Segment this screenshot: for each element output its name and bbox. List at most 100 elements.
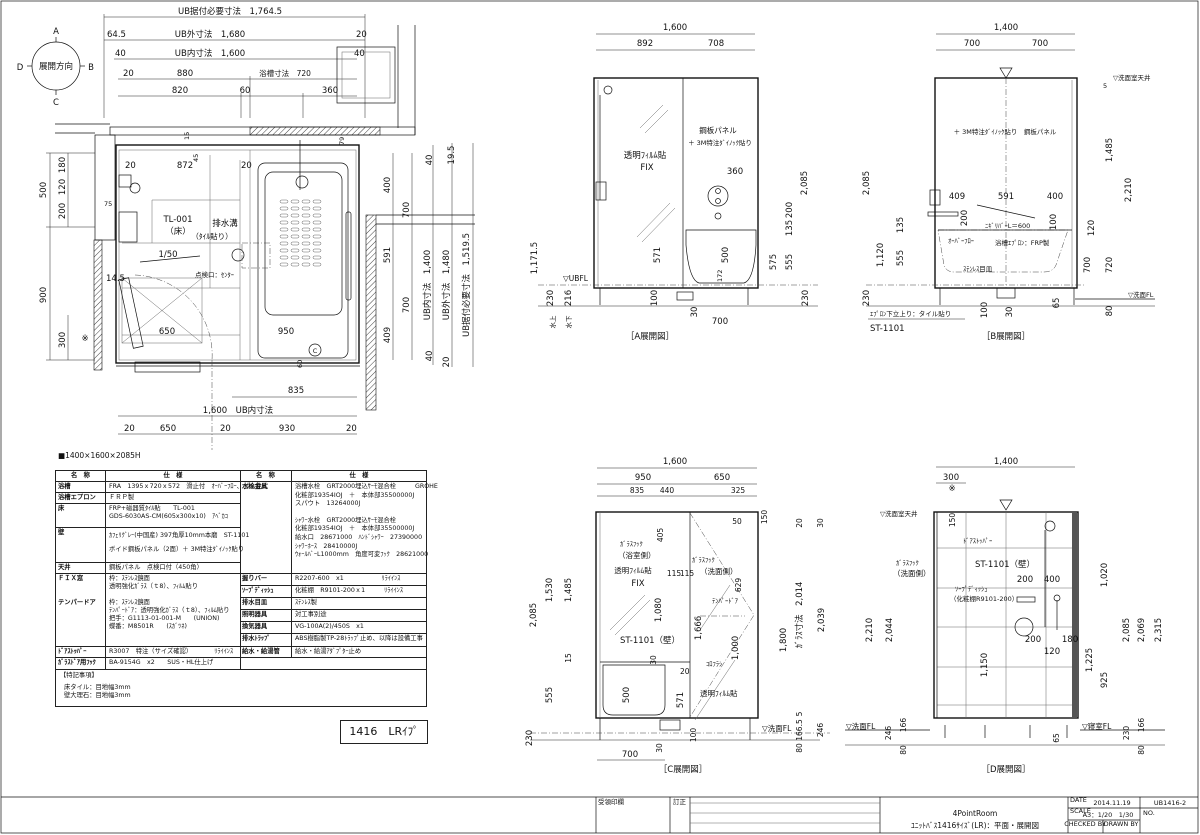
dim-label: 2,085	[1122, 618, 1132, 642]
dim-label: 5	[1103, 82, 1107, 90]
dim-label: 1,485	[1105, 138, 1115, 162]
dim-label: 650	[159, 327, 175, 337]
dim-label: 300	[943, 473, 959, 483]
dim-label: 1,000	[731, 636, 741, 660]
dim-label: 30	[816, 518, 825, 528]
anti-slip-slot	[312, 262, 322, 267]
anti-slip-slot	[279, 262, 289, 267]
wash-side-label: （洗面側）	[893, 568, 931, 578]
anti-slip-slot	[290, 255, 300, 260]
dim-label: 115	[667, 569, 682, 578]
header-spec: 仕 様	[163, 472, 183, 479]
dim-label: 20	[220, 424, 231, 434]
spec-name: 浴槽エプロン	[56, 493, 106, 503]
anti-slip-slot	[290, 199, 300, 204]
floor-level-marker: ▽洗面FL	[846, 721, 876, 731]
note-item: 床タイル：目地幅3mm	[64, 684, 131, 691]
dim-label: 100	[1049, 214, 1059, 230]
spec-name: ＦＩＸ窓	[58, 575, 84, 582]
door-swing-lines	[689, 512, 755, 718]
dim-label: 872	[177, 161, 193, 171]
spec-value: スパウト 13264000J	[295, 500, 361, 508]
dim-label: 60	[240, 86, 251, 96]
spec-value: FRA 1395ｘ720ｘ572 滑止付 ｵｰﾊﾞｰﾌﾛｰ、ゴム栓式	[109, 483, 269, 490]
dim-label: 120	[58, 179, 68, 195]
dim-label: 1,530	[545, 578, 555, 602]
dim-label: 2,085	[800, 171, 810, 195]
tempered-door	[118, 277, 144, 349]
anti-slip-slot	[301, 255, 311, 260]
dim-label: 2,085	[862, 171, 872, 195]
title-block: 受領印欄 訂正 4PointRoom ﾕﾆｯﾄﾊﾞｽ1416ｻｲｽﾞ(LR)：平…	[1, 796, 1198, 833]
dim-label: 820	[172, 86, 188, 96]
anti-slip-slot	[290, 213, 300, 218]
view-marker-icon	[999, 499, 1013, 511]
anti-slip-slot	[290, 248, 300, 253]
dim-label: 300	[58, 332, 68, 348]
drawing-title: ﾕﾆｯﾄﾊﾞｽ1416ｻｲｽﾞ(LR)：平面・展開図	[911, 821, 1039, 830]
dim-label: 360	[727, 167, 743, 177]
dim-label: 20	[123, 69, 134, 79]
dim-label: 700	[402, 297, 412, 313]
dim-label: 246	[816, 723, 825, 738]
inspection-label: 点検口：ｾﾝﾀｰ	[195, 270, 234, 279]
drain-trap	[996, 287, 1016, 299]
anti-slip-slot	[290, 241, 300, 246]
anti-slip-slot	[312, 199, 322, 204]
anti-slip-slot	[290, 227, 300, 232]
dim-label: 2,210	[865, 618, 875, 642]
dim-label: 40	[425, 351, 435, 362]
dim-label: 5	[795, 711, 804, 716]
anti-slip-slot	[312, 234, 322, 239]
grab-bar-label: ﾆｷﾞﾘﾊﾞｰL＝600	[985, 222, 1030, 230]
dim-label: 79	[338, 137, 346, 145]
dim-label: 15	[183, 132, 191, 140]
dim-label: 555	[896, 250, 906, 266]
inspection-hatch-icon	[231, 248, 245, 262]
dim-label: 360	[322, 86, 338, 96]
dim-label: 2,315	[1154, 618, 1164, 642]
header-spec: 仕 様	[349, 472, 369, 479]
dim-outer-depth: UB外寸法 1,480	[441, 250, 452, 320]
anti-slip-slot	[279, 241, 289, 246]
anti-slip-slot	[301, 241, 311, 246]
spec-name: 換気器具	[240, 622, 292, 633]
dim-label: 925	[1100, 672, 1110, 688]
spec-value: BA-9154G x2 SUS・HL仕上げ	[109, 659, 214, 666]
ceiling-level-marker: ▽洗面室天井	[1113, 73, 1151, 82]
overflow-label: ｵｰﾊﾞｰﾌﾛｰ	[948, 237, 974, 245]
dim-label: 100	[650, 290, 660, 306]
finish-label: ＋ 3M特注ﾀﾞｲﾉｯｸ貼り	[688, 138, 752, 147]
receipt-stamp-label: 受領印欄	[598, 797, 624, 806]
spec-name: ｶﾞﾗｽﾄﾞｱ用ﾌｯｸ	[56, 658, 106, 669]
elevation-b-title: ［B展開図］	[982, 332, 1030, 342]
checked-by-label: CHECKED BY	[1064, 820, 1106, 828]
dim-label: 80	[1137, 745, 1146, 755]
spec-value: 透明強化ｶﾞﾗｽ（ｔ8）、ﾌｨﾙﾑ貼り	[109, 583, 199, 590]
spec-value: GDS-6030AS-CM(605x300x10) ｱﾍﾞｶｺ	[109, 513, 228, 520]
floor-tile-code: TL-001	[162, 215, 192, 225]
dim-label: 2,069	[1137, 618, 1147, 642]
floor-label: （床）	[165, 226, 191, 237]
dim-label: 880	[177, 69, 193, 79]
dim-label: 650	[160, 424, 176, 434]
dim-label: 1,800	[779, 628, 789, 652]
spec-value: ＦＲＰ製	[109, 494, 135, 501]
dim-label: 20	[442, 357, 452, 368]
anti-slip-slot	[301, 262, 311, 267]
header-name: 名 称	[56, 471, 106, 481]
drawn-by-label: DRAWN BY	[1104, 820, 1139, 828]
elevation-d-title: ［D展開図］	[981, 765, 1030, 775]
dim-tub-width: 浴槽寸法 720	[259, 68, 311, 78]
bathtub-apron	[937, 229, 1069, 273]
spec-value: VG-100A(2)/450S x1	[295, 623, 364, 630]
dim-label: 1,020	[1100, 563, 1110, 587]
dim-label: 325	[731, 486, 746, 495]
date-value: 2014.11.19	[1093, 799, 1130, 807]
anti-slip-slot	[301, 206, 311, 211]
dim-label: 200	[960, 210, 970, 226]
dim-label: 20	[125, 161, 136, 171]
anti-slip-slot	[279, 248, 289, 253]
